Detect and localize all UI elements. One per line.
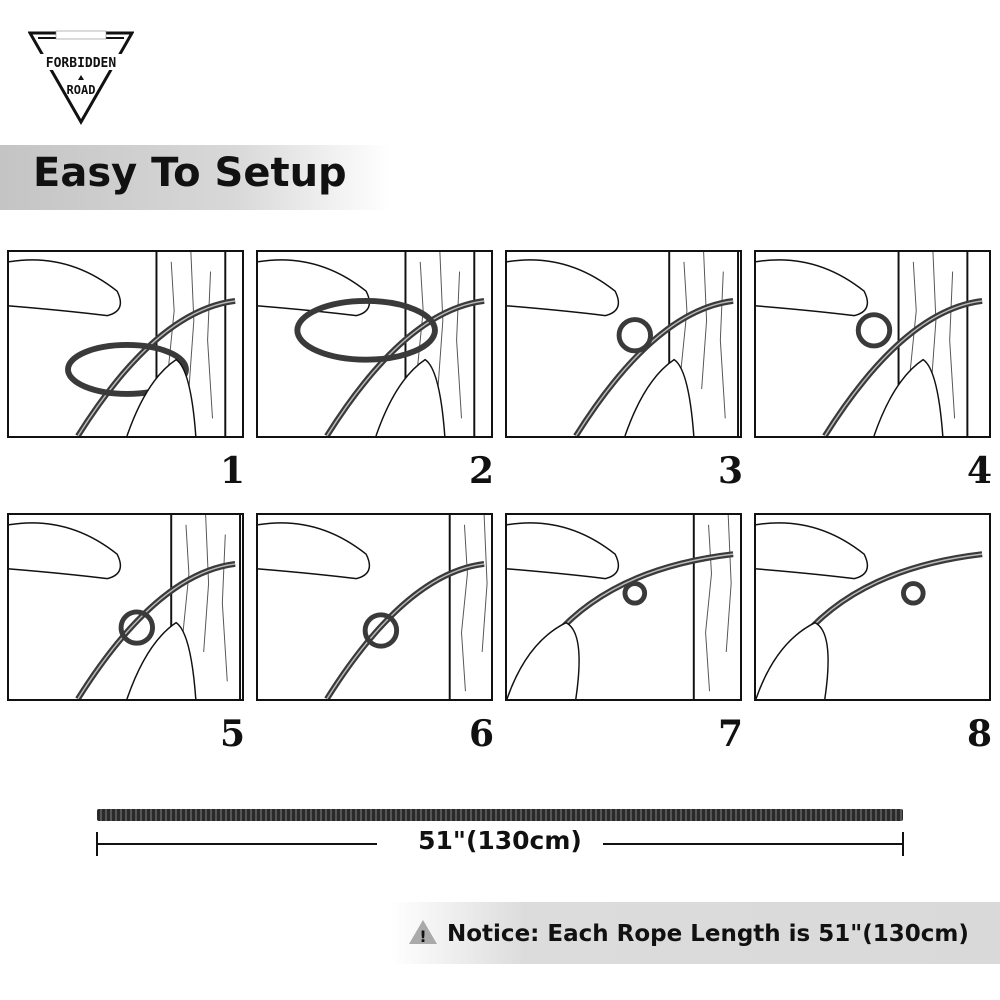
step-number: 8 — [966, 713, 992, 755]
svg-text:!: ! — [419, 927, 426, 946]
notice-text: Notice: Each Rope Length is 51"(130cm) — [447, 921, 969, 947]
brand-logo: FORBIDDEN ROAD — [27, 30, 135, 126]
dimension-line-right — [603, 843, 903, 845]
rope-image — [97, 809, 903, 821]
svg-text:ROAD: ROAD — [67, 83, 96, 97]
tree-trunk — [448, 515, 488, 699]
step-7-illustration — [505, 513, 742, 701]
step-number: 4 — [966, 450, 992, 492]
rope-length-label: 51"(130cm) — [418, 826, 582, 855]
step-2-illustration — [256, 250, 493, 438]
step-1-illustration — [7, 250, 244, 438]
step-number: 6 — [468, 713, 494, 755]
step-number: 5 — [219, 713, 245, 755]
step-number: 2 — [468, 450, 494, 492]
step-6-illustration — [256, 513, 493, 701]
dimension-tick-right — [902, 832, 904, 856]
warning-triangle-icon: ! — [408, 918, 438, 946]
svg-text:FORBIDDEN: FORBIDDEN — [46, 56, 117, 71]
step-number: 1 — [219, 450, 245, 492]
step-3-illustration — [505, 250, 742, 438]
step-number: 3 — [717, 450, 743, 492]
notice-banner — [390, 902, 1000, 964]
step-number: 7 — [717, 713, 743, 755]
step-4-illustration — [754, 250, 991, 438]
tree-trunk — [692, 515, 732, 699]
step-5-illustration — [7, 513, 244, 701]
dimension-line-left — [97, 843, 377, 845]
step-8-illustration — [754, 513, 991, 701]
page-title: Easy To Setup — [33, 150, 347, 196]
title-banner — [0, 145, 390, 210]
